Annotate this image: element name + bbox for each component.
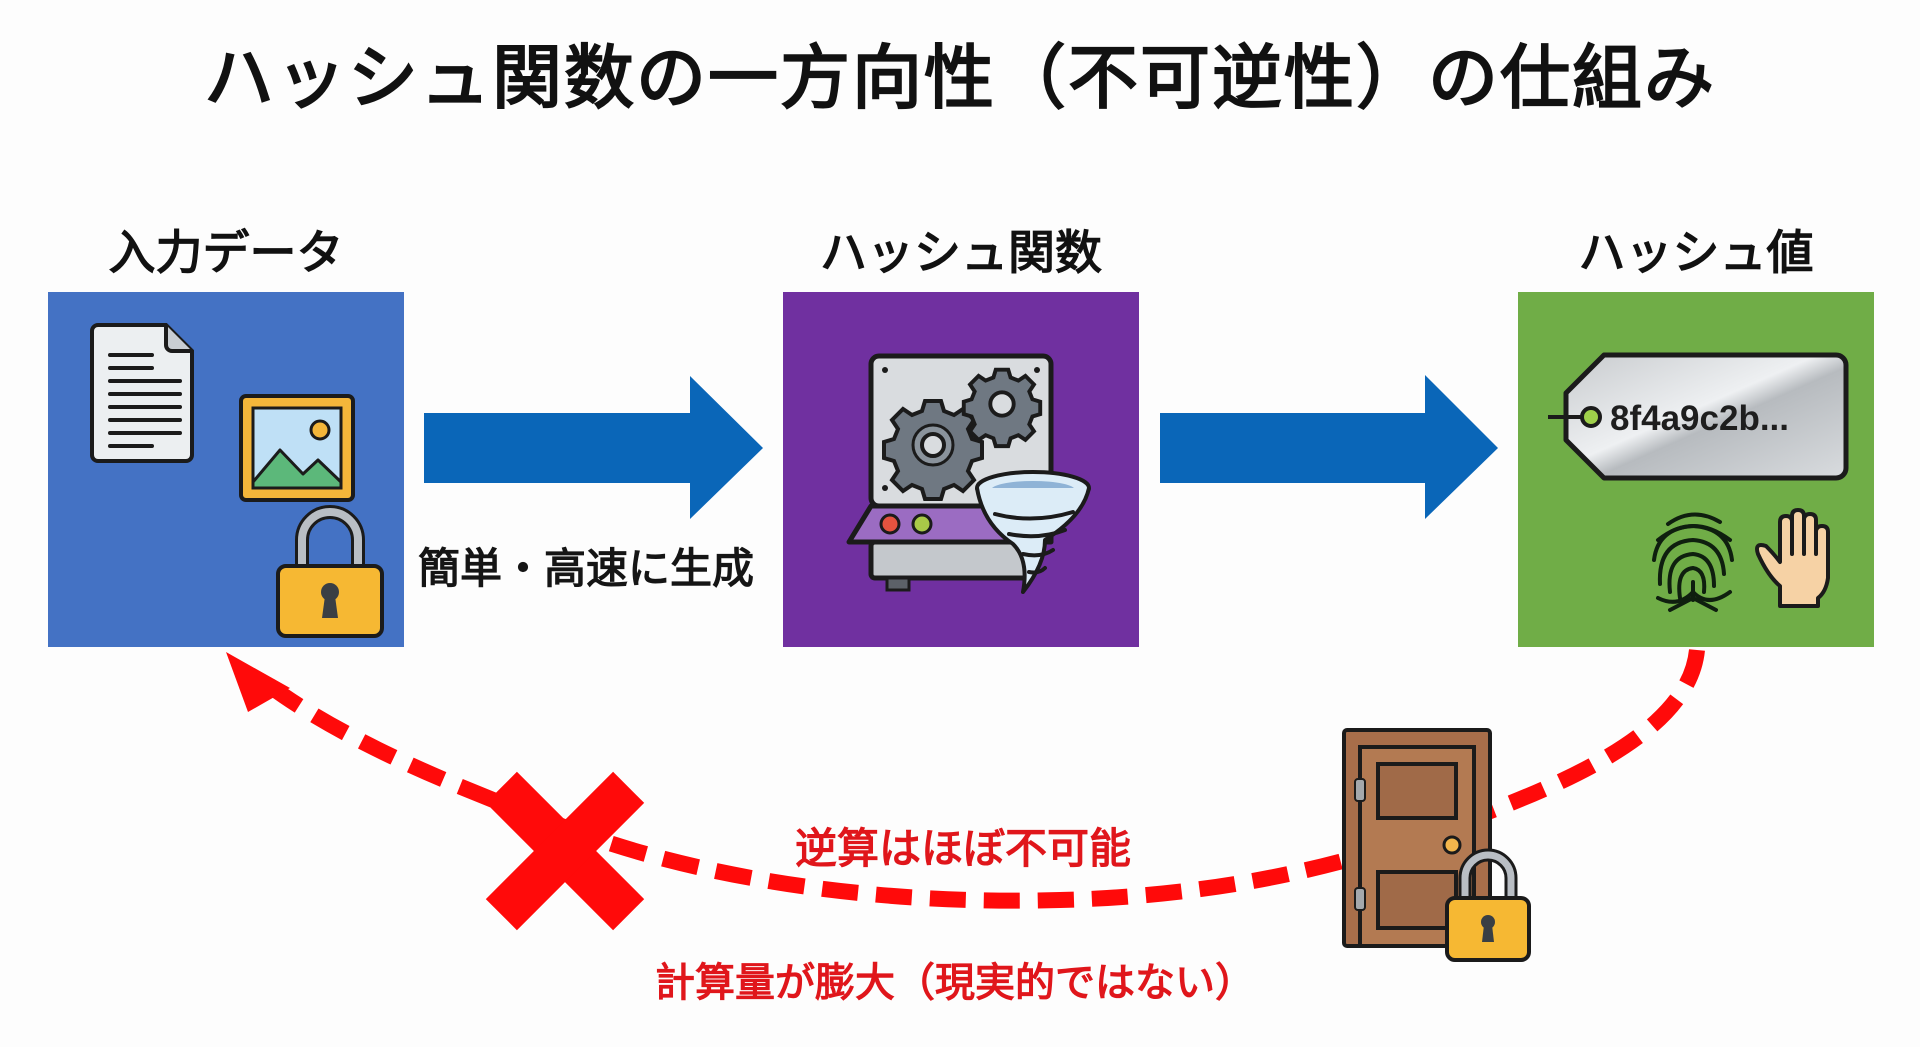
- hash-function-box: [783, 292, 1139, 647]
- reverse-dashed-path: [257, 648, 1705, 909]
- forward-caption: 簡単・高速に生成: [418, 544, 755, 593]
- hash-value-box: 8f4a9c2b...: [1518, 292, 1874, 647]
- tornado-icon: [975, 470, 1091, 594]
- forward-arrow-2: [1160, 375, 1498, 519]
- cross-icon: [485, 771, 645, 931]
- gear-machine-icon: [846, 353, 1054, 592]
- forward-arrow-1: [424, 376, 763, 519]
- locked-door-icon: [1342, 728, 1531, 962]
- page-title: ハッシュ関数の一方向性（不可逆性）の仕組み: [204, 37, 1716, 119]
- padlock-icon: [276, 505, 384, 638]
- hash-tag-value: 8f4a9c2b...: [1610, 399, 1789, 438]
- tag-icon: 8f4a9c2b...: [1548, 352, 1849, 481]
- stage-heading-input: 入力データ: [108, 226, 344, 281]
- input-data-box: [48, 292, 404, 647]
- reverse-arrowhead: [226, 652, 290, 712]
- hand-icon: [1755, 508, 1830, 608]
- stage-heading-hash-value: ハッシュ値: [1578, 226, 1814, 281]
- image-icon: [239, 394, 355, 502]
- fingerprint-icon: [1652, 512, 1734, 612]
- stage-heading-hash-function: ハッシュ関数: [820, 226, 1102, 281]
- reverse-caption: 逆算はほぼ不可能: [795, 824, 1132, 873]
- reverse-subcaption: 計算量が膨大（現実的ではない）: [655, 960, 1255, 1006]
- document-icon: [90, 323, 194, 463]
